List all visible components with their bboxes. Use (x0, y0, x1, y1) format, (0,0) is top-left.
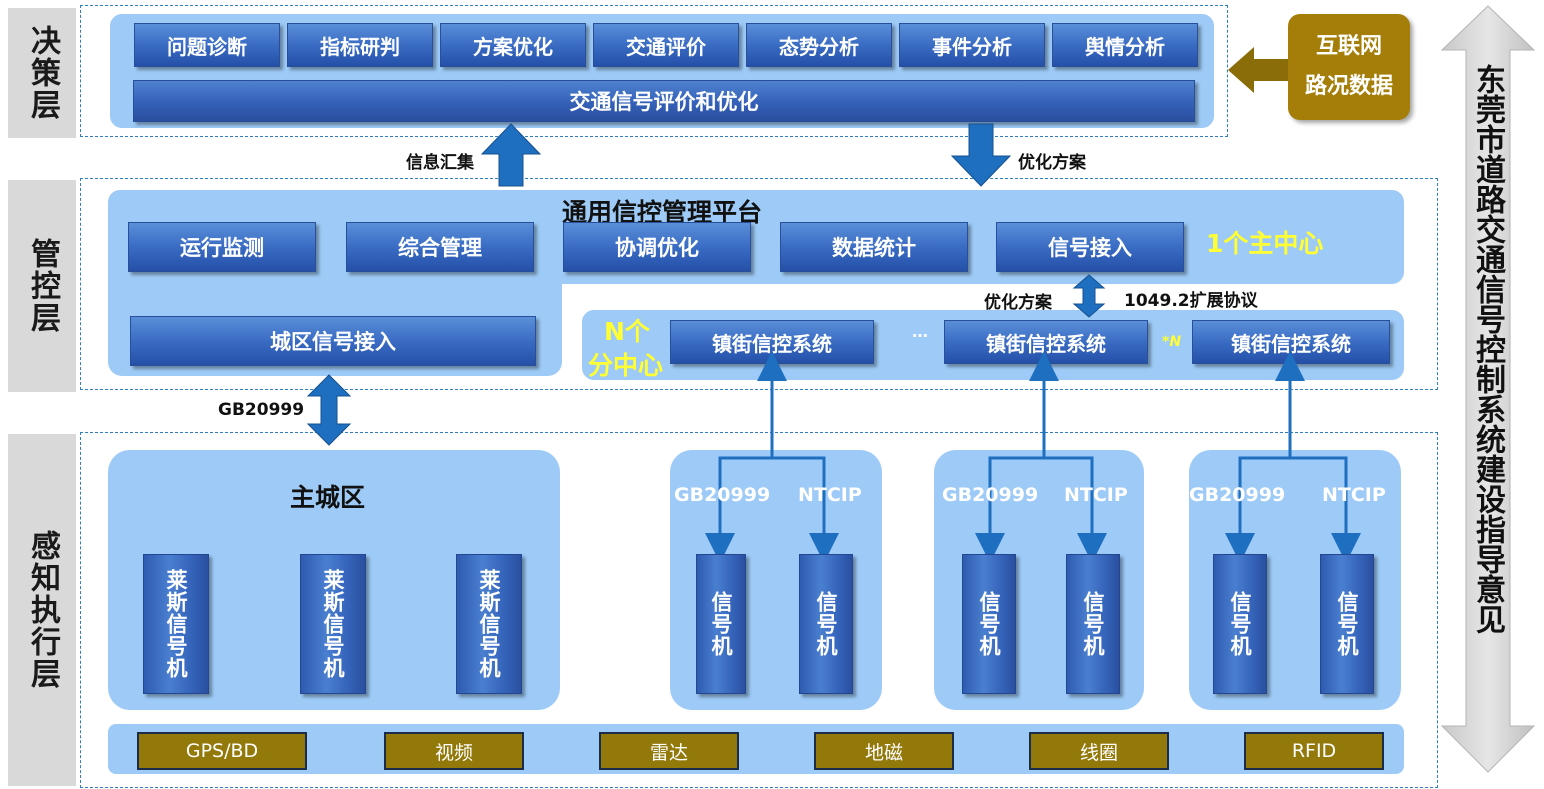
signal-3a: 信号机 (1213, 554, 1267, 694)
sensor-geomagnetic: 地磁 (814, 732, 954, 770)
sub-center-label-line2: 分中心 (588, 351, 664, 380)
platform-panel (108, 190, 1404, 284)
protocol-gb-3: GB20999 (1189, 484, 1286, 506)
decision-module-event-analysis: 事件分析 (899, 23, 1045, 67)
sub-center-label-line1: N个 (604, 317, 650, 346)
internet-label: 互联网 (1315, 34, 1382, 59)
info-collect-label: 信息汇集 (406, 153, 474, 173)
side-double-arrow (1440, 5, 1536, 773)
protocol-ntcip-3: NTCIP (1322, 484, 1386, 506)
sensor-rfid: RFID (1244, 732, 1384, 770)
sensor-video: 视频 (384, 732, 524, 770)
layer-label-perception: 感知执行层 (8, 434, 76, 786)
gb-label: GB20999 (218, 400, 305, 420)
platform-module-operation-monitoring: 运行监测 (128, 222, 316, 272)
road-data-label: 路况数据 (1304, 74, 1393, 99)
control-layer-frame (80, 178, 1438, 390)
optimize-plan-label-mid: 优化方案 (984, 293, 1052, 313)
platform-module-data-statistics: 数据统计 (780, 222, 968, 272)
decision-module-public-opinion-analysis: 舆情分析 (1052, 23, 1198, 67)
protocol-ntcip-2: NTCIP (1064, 484, 1128, 506)
signal-1b: 信号机 (799, 554, 853, 694)
optimize-plan-label-top: 优化方案 (1018, 153, 1086, 173)
ellipsis: … (912, 322, 928, 341)
side-title: 东莞市道路交通信号控制系统建设指导意见 (1470, 64, 1505, 634)
lais-signal-3: 莱斯信号机 (456, 554, 522, 694)
protocol-gb-1: GB20999 (674, 484, 771, 506)
decision-module-situation-analysis: 态势分析 (746, 23, 892, 67)
protocol-gb-2: GB20999 (942, 484, 1039, 506)
main-center-label: 1个主中心 (1206, 229, 1324, 258)
sensor-gps: GPS/BD (137, 732, 307, 770)
town-system-3: 镇街信控系统 (1192, 320, 1390, 364)
signal-2b: 信号机 (1066, 554, 1120, 694)
town-system-2: 镇街信控系统 (944, 320, 1148, 364)
signal-2a: 信号机 (962, 554, 1016, 694)
times-n-label: *N (1162, 334, 1182, 350)
decision-module-indicator-analysis: 指标研判 (287, 23, 433, 67)
decision-module-problem-diagnosis: 问题诊断 (134, 23, 280, 67)
protocol-label: 1049.2扩展协议 (1124, 291, 1258, 311)
gb-double-arrow (306, 374, 352, 446)
decision-module-traffic-evaluation: 交通评价 (593, 23, 739, 67)
main-city-title: 主城区 (290, 483, 366, 512)
signal-3b: 信号机 (1320, 554, 1374, 694)
decision-layer-frame (80, 5, 1228, 137)
lais-signal-2: 莱斯信号机 (300, 554, 366, 694)
city-access-button: 城区信号接入 (130, 316, 536, 366)
sensor-radar: 雷达 (599, 732, 739, 770)
perception-layer-frame (80, 432, 1438, 788)
decision-bar: 交通信号评价和优化 (133, 80, 1195, 122)
sensor-loop: 线圈 (1029, 732, 1169, 770)
decision-module-plan-optimization: 方案优化 (440, 23, 586, 67)
internet-arrow (1228, 47, 1288, 93)
protocol-ntcip-1: NTCIP (798, 484, 862, 506)
info-collect-arrow (480, 123, 542, 187)
internet-data-box: 互联网 路况数据 (1288, 14, 1410, 120)
layer-label-control: 管控层 (8, 180, 76, 392)
platform-module-signal-access: 信号接入 (996, 222, 1184, 272)
signal-1a: 信号机 (696, 554, 746, 694)
platform-module-coordination-optimization: 协调优化 (563, 222, 751, 272)
sensor-panel (108, 724, 1404, 774)
layer-label-decision: 决策层 (8, 8, 76, 138)
lais-signal-1: 莱斯信号机 (143, 554, 209, 694)
platform-module-integrated-management: 综合管理 (346, 222, 534, 272)
optimize-plan-arrow-down (950, 123, 1012, 187)
optimize-plan-arrow-mid (1072, 274, 1106, 318)
